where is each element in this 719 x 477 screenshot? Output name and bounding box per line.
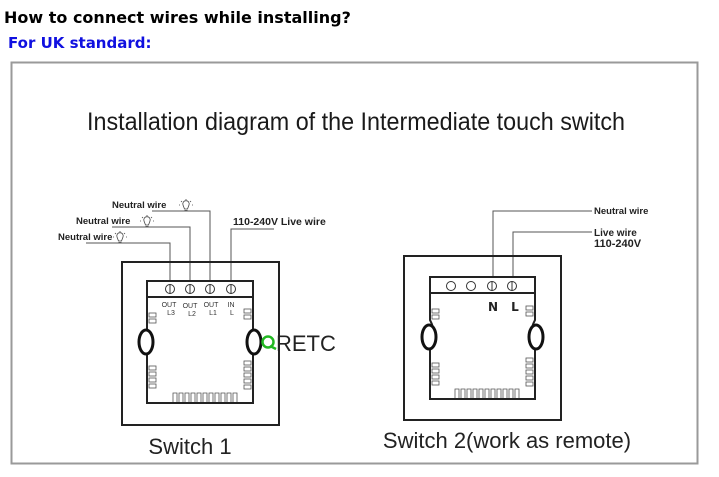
switch-2: Neutral wire Live wire 110-240V N L Swit… bbox=[383, 206, 648, 453]
neutral-wire-low-line bbox=[86, 242, 171, 283]
switch-2-terminals bbox=[446, 281, 517, 291]
terminal-label: IN bbox=[228, 302, 235, 309]
switch-1-plate bbox=[121, 261, 280, 426]
neutral-wire-mid-line bbox=[112, 226, 191, 283]
terminal-label-n: N bbox=[488, 300, 498, 314]
switch-2-left-clip bbox=[420, 323, 438, 351]
neutral-wire-top-line bbox=[152, 210, 211, 283]
neutral-wire-label: Neutral wire bbox=[594, 206, 648, 217]
watermark-q-icon bbox=[261, 335, 275, 349]
switch-2-caption: Switch 2(work as remote) bbox=[383, 428, 631, 453]
switch-2-pins bbox=[431, 305, 534, 398]
neutral-wire-label-top: Neutral wire bbox=[112, 200, 166, 211]
standard-subheading: For UK standard: bbox=[8, 34, 152, 52]
diagram-title: Installation diagram of the Intermediate… bbox=[87, 108, 625, 136]
live-wire-label: Live wire bbox=[594, 228, 637, 239]
switch-1-terminals bbox=[165, 284, 236, 294]
light-bulb-icon bbox=[140, 215, 154, 227]
switch-1-right-clip bbox=[245, 328, 263, 356]
switch-1: Neutral wire Neutral wire Neutral wire 1… bbox=[58, 199, 336, 459]
terminal-label: OUT bbox=[204, 302, 220, 309]
switch-2-plate bbox=[403, 255, 562, 421]
terminal-label: L bbox=[230, 310, 234, 317]
terminal-label: L1 bbox=[209, 310, 217, 317]
watermark-text: RETC bbox=[276, 331, 336, 356]
switch-1-wires bbox=[86, 210, 274, 283]
terminal-label-l: L bbox=[511, 300, 519, 314]
light-bulb-icon bbox=[113, 231, 127, 243]
switch-1-pins bbox=[148, 308, 252, 402]
switch-1-module bbox=[146, 280, 254, 404]
live-wire-label: 110-240V Live wire bbox=[233, 216, 326, 228]
terminal-label: L3 bbox=[167, 310, 175, 317]
switch-1-left-clip bbox=[137, 328, 155, 356]
light-bulb-icon bbox=[179, 199, 193, 211]
live-wire-line bbox=[512, 231, 592, 280]
live-wire-line bbox=[230, 228, 274, 283]
terminal-label: OUT bbox=[183, 303, 199, 310]
terminal-label: L2 bbox=[188, 311, 196, 318]
voltage-label: 110-240V bbox=[594, 238, 642, 250]
terminal-label: OUT bbox=[162, 302, 178, 309]
qretc-watermark: RETC bbox=[261, 331, 336, 356]
neutral-wire-label-low: Neutral wire bbox=[58, 232, 112, 243]
switch-1-caption: Switch 1 bbox=[148, 434, 231, 459]
neutral-wire-label-mid: Neutral wire bbox=[76, 216, 130, 227]
switch-2-module bbox=[429, 276, 536, 400]
page-heading: How to connect wires while installing? bbox=[4, 8, 351, 27]
switch-2-right-clip bbox=[527, 323, 545, 351]
